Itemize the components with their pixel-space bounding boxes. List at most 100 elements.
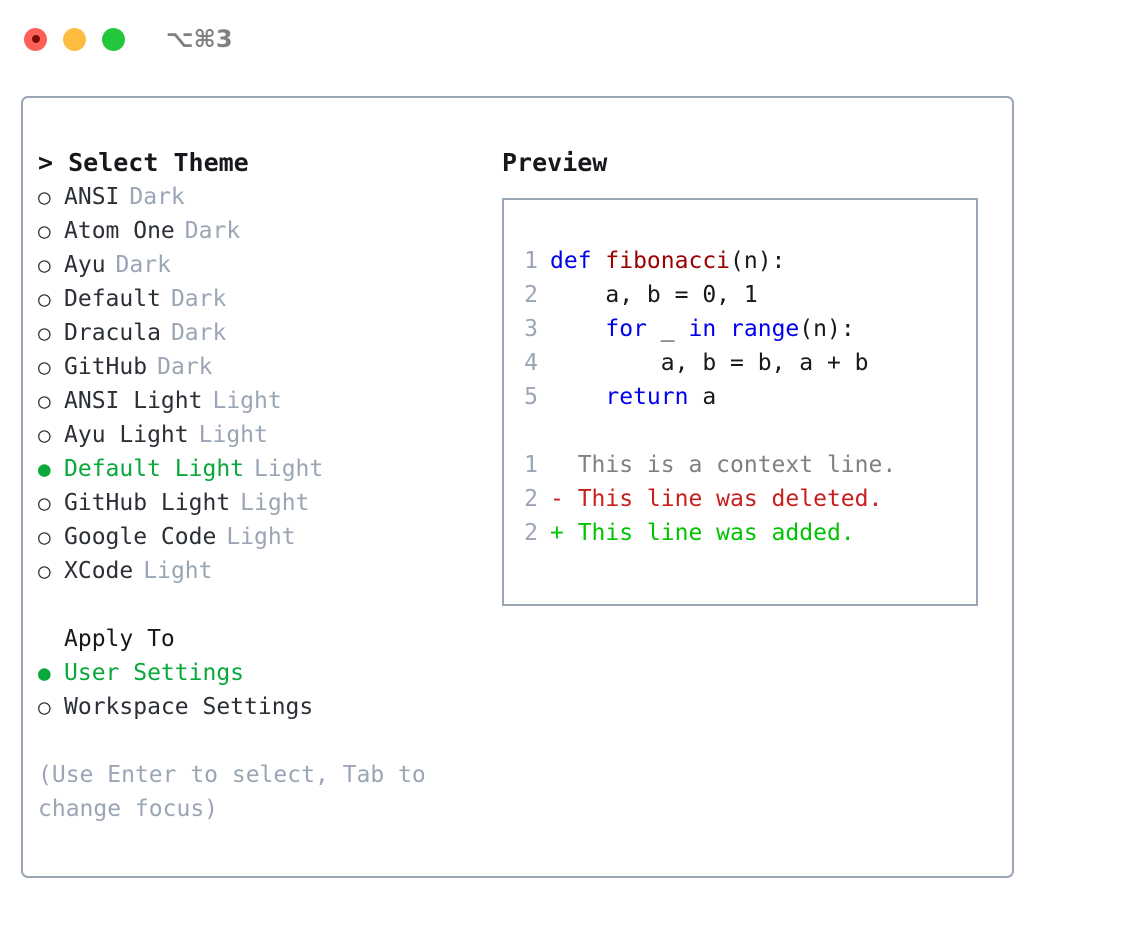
code-line: 2 - This line was deleted.	[504, 482, 976, 516]
radio-unselected-icon[interactable]: ○	[38, 321, 51, 345]
code-token-kw: def	[550, 248, 606, 274]
theme-item-ansi[interactable]: ○ ANSI Dark	[38, 180, 478, 214]
radio-unselected-icon[interactable]: ○	[38, 423, 51, 447]
apply-to-option-workspace-settings[interactable]: ○Workspace Settings	[38, 690, 478, 724]
theme-item-kind-badge: Light	[226, 524, 296, 550]
code-line	[504, 414, 976, 448]
code-token-fn: fibonacci	[605, 248, 731, 274]
close-button[interactable]	[24, 27, 47, 51]
theme-item-label: GitHub	[64, 354, 148, 380]
code-token-plain: (n):	[730, 248, 786, 274]
radio-unselected-icon[interactable]: ○	[38, 355, 51, 379]
code-line: 2 a, b = 0, 1	[504, 278, 976, 312]
code-line-content: for _ in range(n):	[550, 312, 855, 346]
apply-to-section: Apply To ●User Settings○Workspace Settin…	[38, 622, 478, 724]
theme-item-kind-badge: Dark	[129, 184, 185, 210]
code-line-number: 1	[524, 452, 538, 478]
code-line-number: 2	[524, 520, 538, 546]
code-line: 1 This is a context line.	[504, 448, 976, 482]
code-line-number	[504, 414, 550, 448]
theme-item-atom-one[interactable]: ○ Atom One Dark	[38, 214, 478, 248]
theme-item-github[interactable]: ○ GitHub Dark	[38, 350, 478, 384]
radio-unselected-icon[interactable]: ○	[38, 695, 51, 719]
theme-item-kind-badge: Light	[143, 558, 213, 584]
theme-item-label: Ayu	[64, 252, 106, 278]
radio-unselected-icon[interactable]: ○	[38, 525, 51, 549]
apply-to-heading: Apply To	[64, 626, 175, 652]
theme-item-label: ANSI	[64, 184, 120, 210]
code-token-del: - This line was deleted.	[550, 486, 883, 512]
code-token-kw: for	[605, 316, 647, 342]
radio-unselected-icon[interactable]: ○	[38, 559, 51, 583]
theme-item-kind-badge: Light	[254, 456, 324, 482]
radio-unselected-icon[interactable]: ○	[38, 219, 51, 243]
code-line-number: 4	[524, 350, 538, 376]
theme-item-label: GitHub Light	[64, 490, 231, 516]
maximize-button[interactable]	[102, 27, 125, 51]
theme-item-label: Atom One	[64, 218, 175, 244]
code-line-number: 2	[524, 282, 538, 308]
theme-item-label: Default	[64, 286, 161, 312]
radio-selected-icon[interactable]: ●	[38, 457, 51, 481]
theme-item-kind-badge: Light	[198, 422, 268, 448]
code-line: 5 return a	[504, 380, 976, 414]
apply-to-options[interactable]: ●User Settings○Workspace Settings	[38, 656, 478, 724]
theme-item-kind-badge: Dark	[184, 218, 241, 244]
code-line-number: 3	[524, 316, 538, 342]
help-text: (Use Enter to select, Tab to change focu…	[38, 762, 426, 822]
code-token-ctx: This is a context line.	[550, 452, 897, 478]
theme-item-label: Dracula	[64, 320, 161, 346]
radio-selected-icon[interactable]: ●	[38, 661, 51, 685]
radio-unselected-icon[interactable]: ○	[38, 253, 51, 277]
code-token-plain: a, b = b, a + b	[550, 350, 869, 376]
code-line-content: a, b = b, a + b	[550, 346, 869, 380]
radio-unselected-icon[interactable]: ○	[38, 389, 51, 413]
code-line-number: 5	[524, 384, 538, 410]
code-token-kw: in	[688, 316, 717, 342]
code-token-kw: return	[605, 384, 689, 410]
theme-item-kind-badge: Dark	[170, 320, 227, 346]
theme-item-default-light[interactable]: ● Default Light Light	[38, 452, 478, 486]
code-token-add: + This line was added.	[550, 520, 855, 546]
code-line-content: def fibonacci(n):	[550, 244, 785, 278]
theme-item-kind-badge: Light	[212, 388, 282, 414]
theme-item-kind-badge: Dark	[115, 252, 171, 278]
theme-item-default[interactable]: ○ Default Dark	[38, 282, 478, 316]
code-token-kw: range	[730, 316, 800, 342]
code-line-content: - This line was deleted.	[550, 482, 882, 516]
theme-item-label: Default Light	[64, 456, 245, 482]
code-line-number: 1	[524, 248, 538, 274]
radio-unselected-icon[interactable]: ○	[38, 491, 51, 515]
theme-item-kind-badge: Dark	[157, 354, 213, 380]
code-line: 3 for _ in range(n):	[504, 312, 976, 346]
code-line-content: This is a context line.	[550, 448, 897, 482]
code-token-plain: _	[646, 316, 689, 342]
theme-item-dracula[interactable]: ○ Dracula Dark	[38, 316, 478, 350]
apply-to-option-user-settings[interactable]: ●User Settings	[38, 656, 478, 690]
radio-unselected-icon[interactable]: ○	[38, 185, 51, 209]
minimize-button[interactable]	[63, 27, 86, 51]
code-token-plain	[550, 384, 605, 410]
radio-unselected-icon[interactable]: ○	[38, 287, 51, 311]
theme-item-ayu[interactable]: ○ Ayu Dark	[38, 248, 478, 282]
code-line-number: 2	[524, 486, 538, 512]
theme-item-kind-badge: Dark	[170, 286, 227, 312]
code-line: 1 def fibonacci(n):	[504, 244, 976, 278]
code-line-content: return a	[550, 380, 716, 414]
code-token-plain	[716, 316, 730, 342]
code-line: 4 a, b = b, a + b	[504, 346, 976, 380]
code-token-plain: (n):	[799, 316, 855, 342]
window-shortcut-label: ⌥⌘3	[166, 25, 233, 53]
